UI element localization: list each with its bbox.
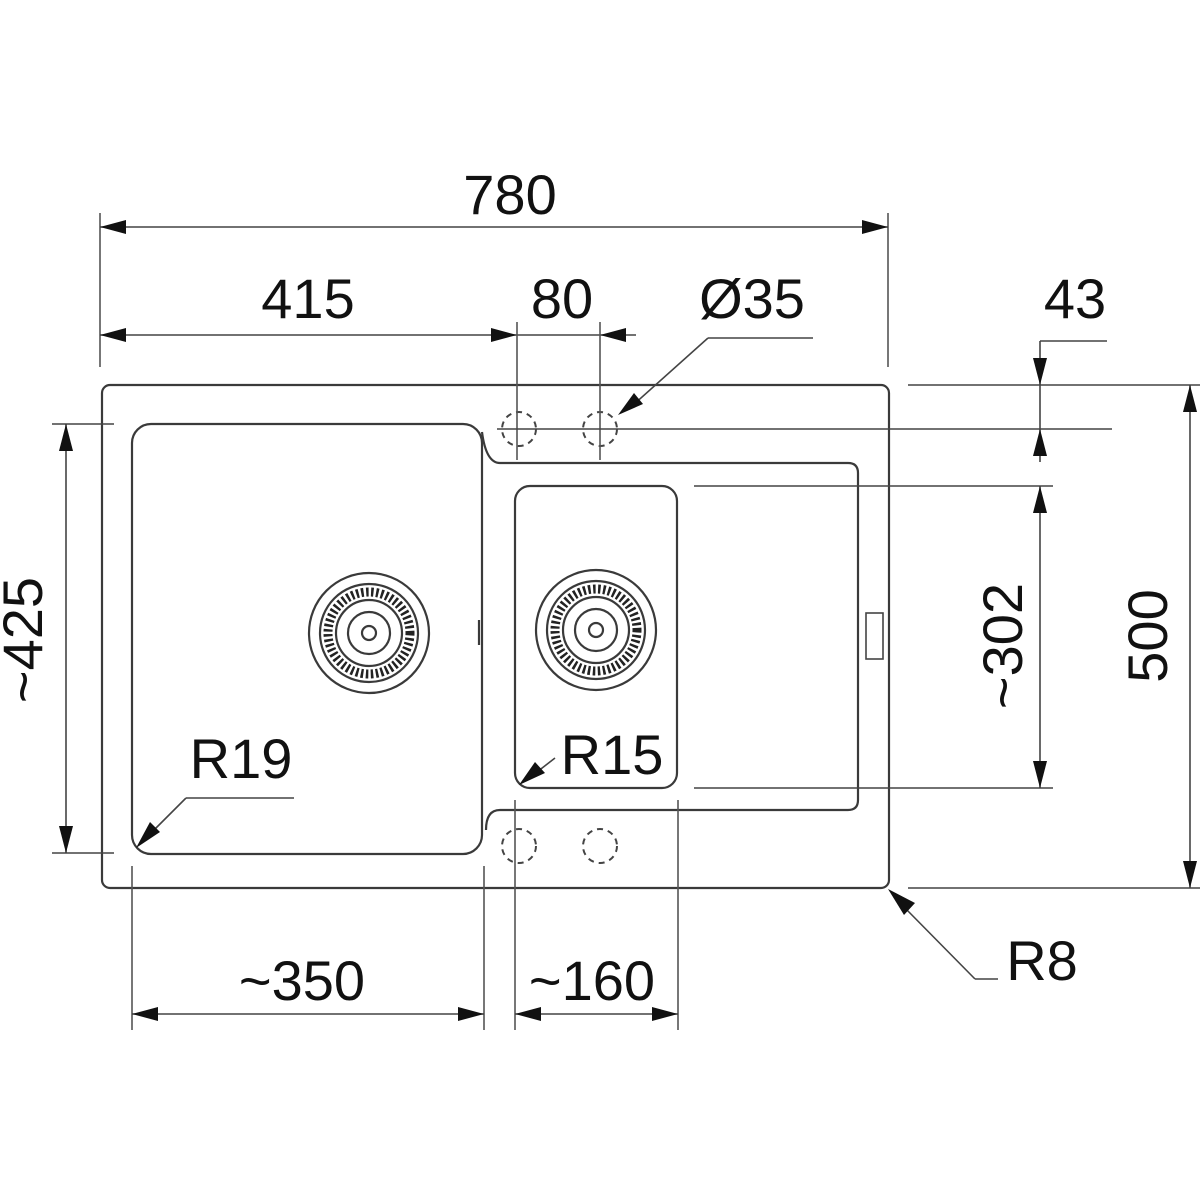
label-overall-width: 780 [463, 163, 556, 226]
leader-outer-corner-radius [888, 889, 998, 980]
label-main-bowl-width: ~350 [239, 949, 365, 1012]
leader-tap-hole-diameter [618, 337, 813, 415]
label-overall-depth: 500 [1116, 589, 1179, 682]
overflow-slot [865, 612, 884, 660]
dim-main-bowl-offset [100, 322, 636, 460]
dim-overall-depth [908, 385, 1200, 889]
label-second-bowl-width: ~160 [529, 949, 655, 1012]
main-bowl-strainer [307, 571, 431, 695]
dim-second-bowl-width [514, 800, 679, 1030]
sink-outline [100, 383, 891, 890]
second-bowl [513, 484, 679, 790]
leader-second-bowl-radius [519, 757, 556, 785]
label-second-bowl-depth: ~302 [971, 583, 1034, 709]
label-main-bowl-depth: ~425 [0, 577, 54, 703]
label-outer-corner-radius: R8 [1006, 929, 1078, 992]
label-tap-hole-diameter: Ø35 [699, 267, 805, 330]
dim-second-bowl-depth [694, 485, 1053, 789]
drainer-area [480, 431, 860, 831]
label-main-bowl-radius: R19 [190, 727, 293, 790]
second-bowl-strainer [534, 568, 658, 692]
tap-hole-bottom-left [501, 828, 537, 864]
dim-main-bowl-width [131, 866, 485, 1030]
tap-hole-bottom-right [582, 828, 618, 864]
label-main-bowl-offset: 415 [261, 267, 354, 330]
label-tap-hole-spacing: 80 [531, 267, 593, 330]
dim-overall-width [99, 213, 889, 367]
dim-tap-hole-edge-offset [1033, 340, 1107, 462]
label-second-bowl-radius: R15 [561, 723, 664, 786]
main-bowl [130, 422, 484, 856]
label-tap-hole-edge-offset: 43 [1044, 267, 1106, 330]
dim-main-bowl-depth [52, 423, 114, 854]
leader-main-bowl-radius [136, 797, 294, 848]
